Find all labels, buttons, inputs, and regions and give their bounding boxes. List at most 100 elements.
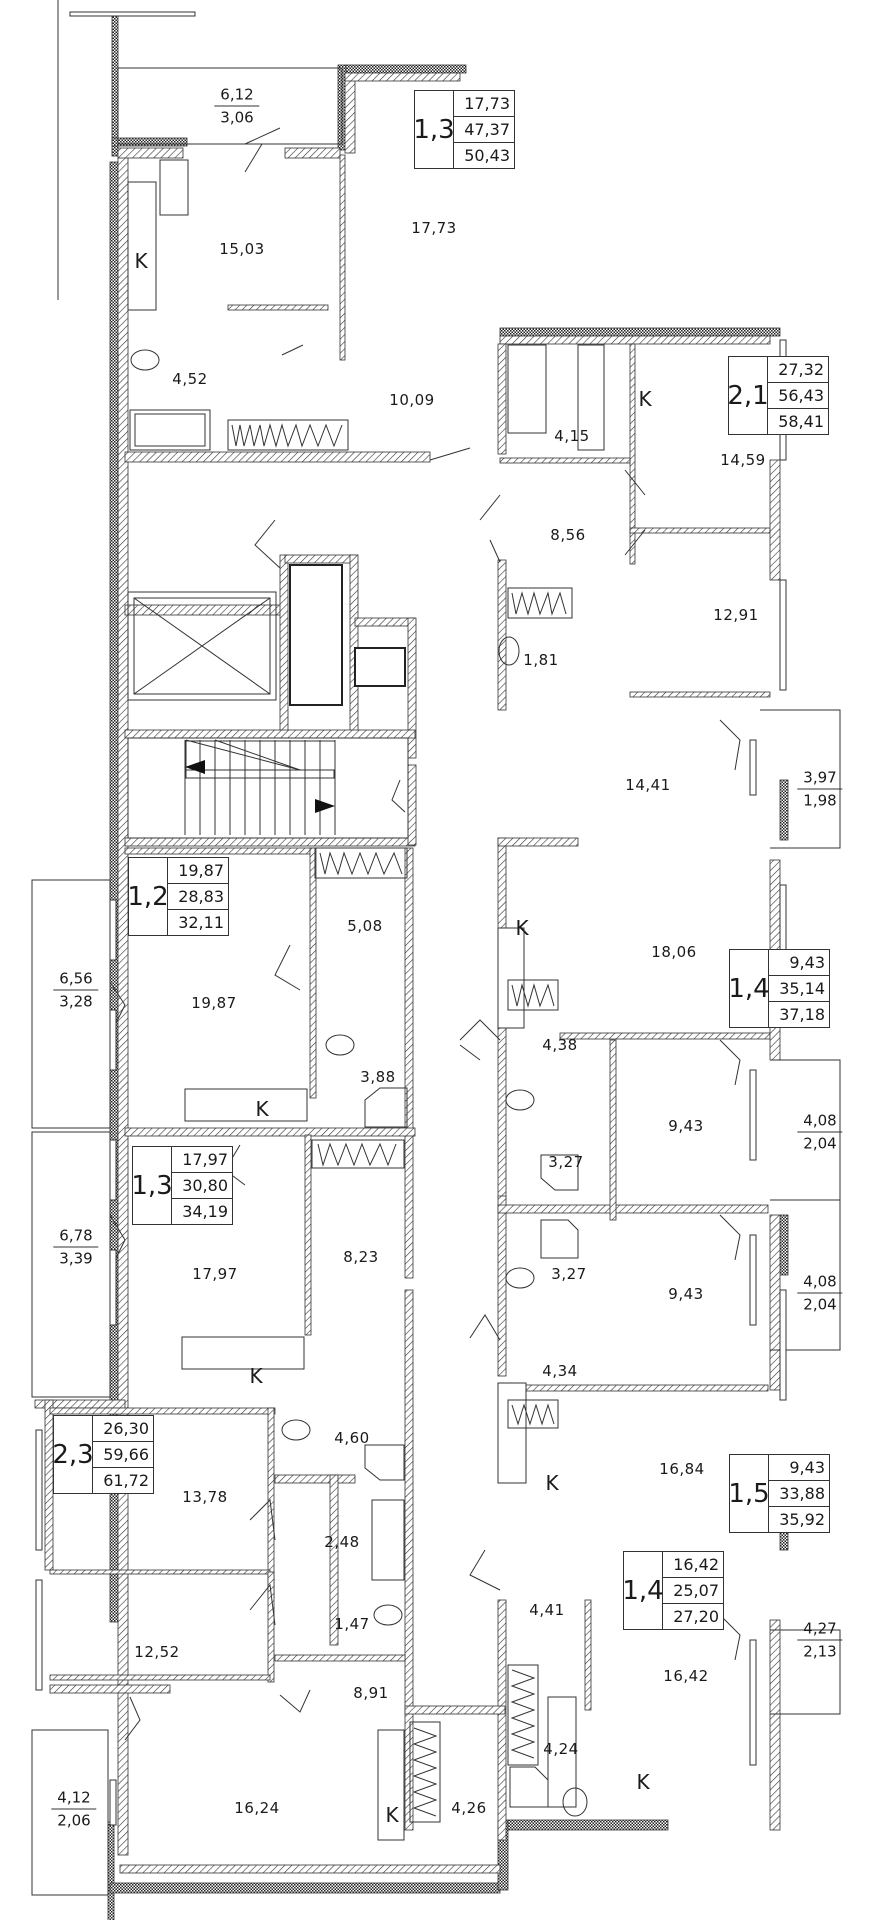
ventilation-shafts [289,564,406,706]
room-area: 16,24 [234,1799,280,1817]
total-area: 28,83 [168,884,228,910]
room-area: 17,97 [192,1265,238,1283]
kitchen-marker: K [515,916,529,940]
room-area: 4,41 [529,1601,565,1619]
living-area: 17,73 [454,91,514,117]
total-area-with-balcony: 34,19 [182,1202,228,1221]
apartment-code: 1,4 [622,1552,664,1629]
room-area: 2,48 [324,1533,360,1551]
total-area-with-balcony: 32,11 [178,913,224,932]
apartment-badge-1-3-top: 1,3 17,73 47,37 50,43 [413,90,515,169]
room-area: 12,52 [134,1643,180,1661]
toilets [130,349,588,1817]
balcony-area-value: 6,56 [53,970,99,991]
apartment-badge-1-3-mid: 1,3 17,97 30,80 34,19 [131,1146,233,1225]
balcony-area-value: 6,78 [53,1227,99,1248]
apartment-badge-1-2: 1,2 19,87 28,83 32,11 [127,857,229,936]
apartment-code: 1,3 [413,91,455,168]
room-area: 4,15 [554,427,590,445]
living-area: 26,30 [93,1416,153,1442]
room-area: 8,56 [550,526,586,544]
room-area: 18,06 [651,943,697,961]
living-area: 19,87 [168,858,228,884]
room-area: 13,78 [182,1488,228,1506]
apartment-code: 2,1 [727,357,769,434]
balcony-area: 6,78 3,39 [53,1227,99,1268]
room-area: 4,52 [172,370,208,388]
room-area: 1,47 [334,1615,370,1633]
balcony-area: 4,08 2,04 [797,1112,843,1153]
balcony-reduced-value: 2,06 [57,1811,91,1830]
apartment-code: 1,5 [728,1455,770,1532]
room-area: 3,27 [551,1265,587,1283]
apartment-badge-2-3: 2,3 26,30 59,66 61,72 [52,1415,154,1494]
total-area-with-balcony: 35,92 [779,1510,825,1529]
kitchen-marker: K [255,1097,269,1121]
balcony-reduced-value: 3,39 [59,1249,93,1268]
balcony-area: 4,27 2,13 [797,1620,843,1661]
room-area: 8,91 [353,1684,389,1702]
total-area: 56,43 [768,383,828,409]
total-area: 30,80 [172,1173,232,1199]
total-area: 25,07 [663,1578,723,1604]
balcony-area-value: 4,08 [797,1273,843,1294]
room-area: 17,73 [411,219,457,237]
living-area: 17,97 [172,1147,232,1173]
room-area: 3,27 [548,1153,584,1171]
bathtubs [129,344,547,1581]
room-area: 4,38 [542,1036,578,1054]
apartment-badge-2-1: 2,1 27,32 56,43 58,41 [727,356,829,435]
room-area: 4,24 [543,1740,579,1758]
kitchen-marker: K [545,1471,559,1495]
kitchen-marker: K [134,249,148,273]
room-area: 9,43 [668,1117,704,1135]
balcony-reduced-value: 2,04 [803,1134,837,1153]
apartment-badge-1-5: 1,5 9,43 33,88 35,92 [728,1454,830,1533]
total-area-with-balcony: 58,41 [778,412,824,431]
room-area: 16,84 [659,1460,705,1478]
kitchen-marker: K [385,1803,399,1827]
room-area: 19,87 [191,994,237,1012]
total-area: 33,88 [769,1481,829,1507]
stair-up-arrow [185,760,205,774]
balcony-area: 6,56 3,28 [53,970,99,1011]
balcony-reduced-value: 2,13 [803,1642,837,1661]
balcony-area: 4,08 2,04 [797,1273,843,1314]
exterior-walls [107,15,789,1920]
kitchen-marker: K [638,387,652,411]
staircase [127,737,409,839]
wardrobe-zigzag [231,423,567,1817]
room-area: 10,09 [389,391,435,409]
room-area: 4,34 [542,1362,578,1380]
room-area: 8,23 [343,1248,379,1266]
apartment-badge-1-4-bottom: 1,4 16,42 25,07 27,20 [622,1551,724,1630]
balcony-reduced-value: 2,04 [803,1295,837,1314]
room-area: 4,60 [334,1429,370,1447]
balcony-reduced-value: 3,28 [59,992,93,1011]
total-area-with-balcony: 50,43 [464,146,510,165]
interior-walls [34,72,781,1874]
kitchen-marker: K [636,1770,650,1794]
apartment-code: 2,3 [52,1416,94,1493]
total-area-with-balcony: 37,18 [779,1005,825,1024]
living-area: 16,42 [663,1552,723,1578]
apartment-badge-1-4-right: 1,4 9,43 35,14 37,18 [728,949,830,1028]
balcony-area-value: 4,08 [797,1112,843,1133]
room-area: 12,91 [713,606,759,624]
balcony-area-value: 4,12 [51,1789,97,1810]
living-area: 27,32 [768,357,828,383]
windows [35,339,787,1826]
room-area: 9,43 [668,1285,704,1303]
total-area: 47,37 [454,117,514,143]
balcony-area: 6,12 3,06 [214,86,260,127]
balcony-area-value: 6,12 [214,86,260,107]
wardrobes [227,419,573,1823]
apartment-code: 1,3 [131,1147,173,1224]
balcony-reduced-value: 1,98 [803,791,837,810]
apartment-code: 1,4 [728,950,770,1027]
room-area: 1,81 [523,651,559,669]
balcony-area: 4,12 2,06 [51,1789,97,1830]
living-area: 9,43 [769,1455,829,1481]
total-area: 35,14 [769,976,829,1002]
